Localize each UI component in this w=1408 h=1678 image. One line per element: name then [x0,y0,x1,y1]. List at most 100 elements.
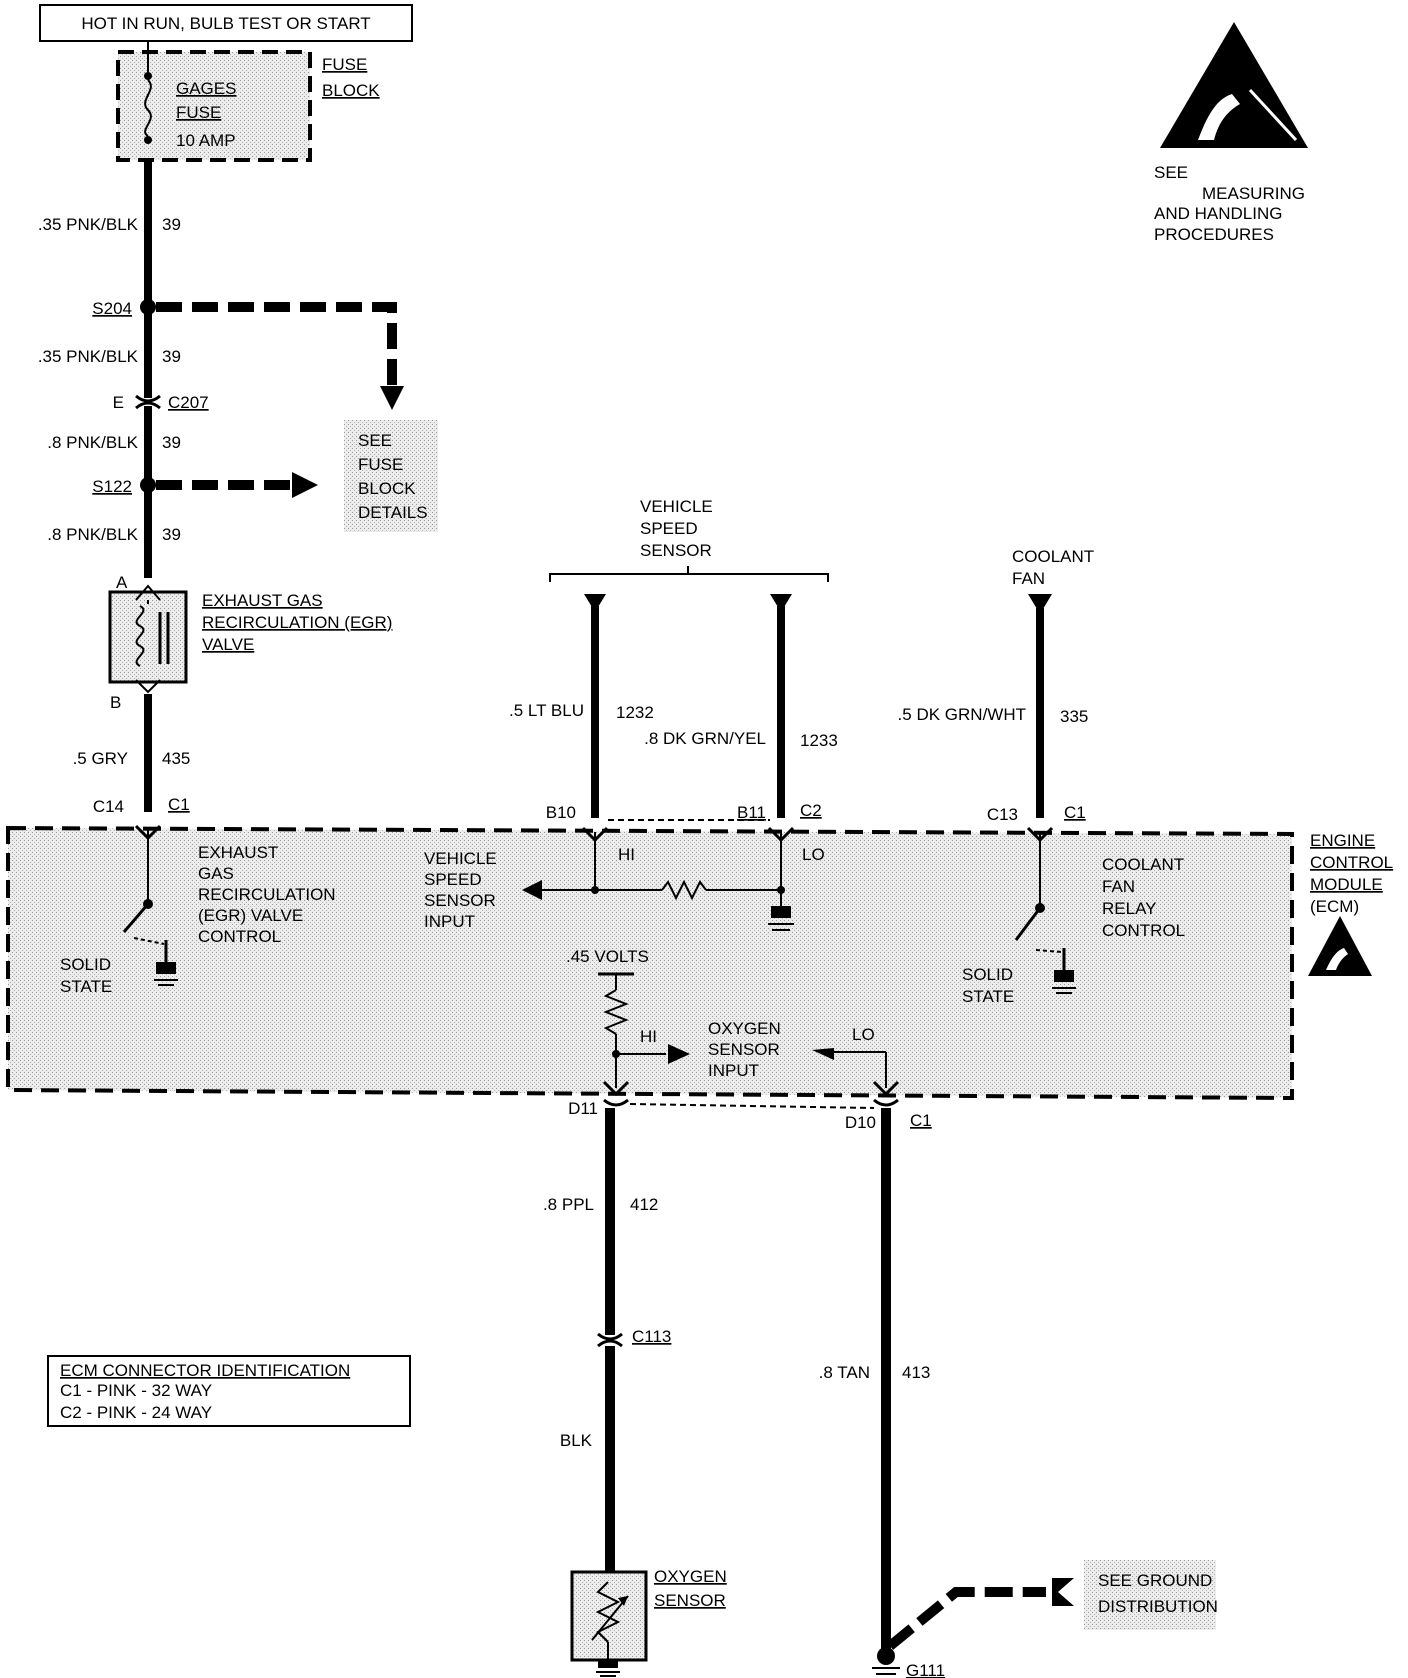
wire3-num: 39 [162,433,181,452]
wire5-num: 435 [162,749,190,768]
fuse-details-line2: FUSE [358,455,403,474]
o2-lo-arrow-icon [812,1048,834,1060]
fuse-terminal-top [144,72,152,80]
fuse-terminal-bottom [144,136,152,144]
splice-s122 [140,477,156,493]
egr-valve-box [108,590,188,684]
fuse-details-line1: SEE [358,431,392,450]
egr-solid-state-line1: SOLID [60,955,111,974]
c207-pin: E [113,393,124,412]
oxygen-sensor-ground-icon [598,1660,618,1668]
o2-blk-label: BLK [560,1431,593,1450]
vss-input-line1: VEHICLE [424,849,497,868]
vss-input-line4: INPUT [424,912,475,931]
egr-pin-b: B [110,693,121,712]
vss-lo-wire-color: .8 DK GRN/YEL [644,729,766,748]
esd-line1: SEE [1154,163,1188,182]
egr-label-line3: VALVE [202,635,254,654]
o2-lo-wire-color: .8 TAN [819,1363,870,1382]
o2-hi-wire-num: 412 [630,1195,658,1214]
wire4-color: .8 PNK/BLK [47,525,138,544]
fuse-details-line3: BLOCK [358,479,416,498]
vss-lo-label: LO [802,845,825,864]
vss-input-line2: SPEED [424,870,482,889]
o2-conn: C1 [910,1111,932,1130]
coolant-fan-terminal-icon [1028,594,1052,614]
egr-pin-a-arrow [135,584,161,601]
o2-input-line3: INPUT [708,1061,759,1080]
vss-ground-icon [771,906,791,918]
ecm-outline [6,825,1294,1101]
vss-input-line3: SENSOR [424,891,496,910]
fuse-name-line2: FUSE [176,103,221,122]
wire1-color: .35 PNK/BLK [38,215,139,234]
esd-warning-icon [1160,22,1308,148]
s204-reference-path [156,302,397,392]
ecm-esd-icon [1308,916,1372,976]
vss-bracket [549,573,829,582]
o2-lo-label: LO [852,1025,875,1044]
coolant-solid-state-line2: STATE [962,987,1014,1006]
vss-lo-wire-num: 1233 [800,731,838,750]
fuse-block-label-line2: BLOCK [322,81,380,100]
vss-title-line1: VEHICLE [640,497,713,516]
connector-id-row2: C2 - PINK - 24 WAY [60,1403,212,1422]
coolant-switch-ground-icon [1054,970,1074,982]
egr-control-line3: RECIRCULATION [198,885,336,904]
esd-slash [1248,88,1298,142]
splice-s204-label: S204 [92,299,132,318]
fuse-rating: 10 AMP [176,131,236,150]
coolant-control-line4: CONTROL [1102,921,1185,940]
ground-g111-label: G111 [906,1661,945,1678]
wire1-num: 39 [162,215,181,234]
vss-conn: C2 [800,801,822,820]
vss-hi-terminal-icon [584,594,606,612]
coolant-pin: C13 [987,805,1018,824]
wire4-num: 39 [162,525,181,544]
o2-reference-volts: .45 VOLTS [566,947,649,966]
o2-hi-wire-color: .8 PPL [543,1195,594,1214]
coolant-title-line2: FAN [1012,569,1045,588]
fuse-name-line1: GAGES [176,79,236,98]
oxygen-sensor-label-line1: OXYGEN [654,1567,727,1586]
egr-pin-a: A [116,573,128,592]
coolant-title-line1: COOLANT [1012,547,1094,566]
connector-c207-top [135,394,161,403]
ground-distribution-arrow-icon [1052,1578,1074,1606]
vss-title-line2: SPEED [640,519,698,538]
connector-id-title: ECM CONNECTOR IDENTIFICATION [60,1361,350,1380]
connector-id-row1: C1 - PINK - 32 WAY [60,1381,212,1400]
vss-pin-lo: B11 [737,803,766,822]
connector-c113-top [597,1332,623,1341]
coolant-conn: C1 [1064,803,1086,822]
power-source-label: HOT IN RUN, BULB TEST OR START [81,14,370,33]
wire2-num: 39 [162,347,181,366]
d11-terminal-arrow [602,1080,630,1097]
egr-solid-state-line2: STATE [60,977,112,996]
coolant-wire-color: .5 DK GRN/WHT [898,705,1026,724]
wire3-color: .8 PNK/BLK [47,433,138,452]
egr-label-line1: EXHAUST GAS [202,591,323,610]
ground-g111-icon [877,1647,895,1665]
ground-distribution-path [886,1587,1046,1650]
ecm-label-line4: (ECM) [1310,897,1359,916]
vss-title-line3: SENSOR [640,541,712,560]
coolant-control-line3: RELAY [1102,899,1157,918]
ground-dist-line1: SEE GROUND [1098,1571,1212,1590]
o2-hi-arrow-icon [668,1044,690,1064]
coolant-wire-num: 335 [1060,707,1088,726]
connector-c207-bottom [135,401,161,410]
wire2-color: .35 PNK/BLK [38,347,139,366]
connector-c113-bottom [597,1339,623,1348]
ecm-label-line3: MODULE [1310,875,1383,894]
vss-hi-wire-color: .5 LT BLU [509,701,584,720]
vss-input-arrow-icon [522,880,542,900]
c113-label: C113 [632,1327,671,1346]
coolant-solid-state-line1: SOLID [962,965,1013,984]
egr-label-line2: RECIRCULATION (EGR) [202,613,392,632]
vss-hi-wire-num: 1232 [616,703,654,722]
o2-pin-lo: D10 [845,1113,876,1132]
fuse-details-box [344,420,438,532]
fuse-details-line4: DETAILS [358,503,428,522]
vss-input-resistor-icon [661,879,707,901]
